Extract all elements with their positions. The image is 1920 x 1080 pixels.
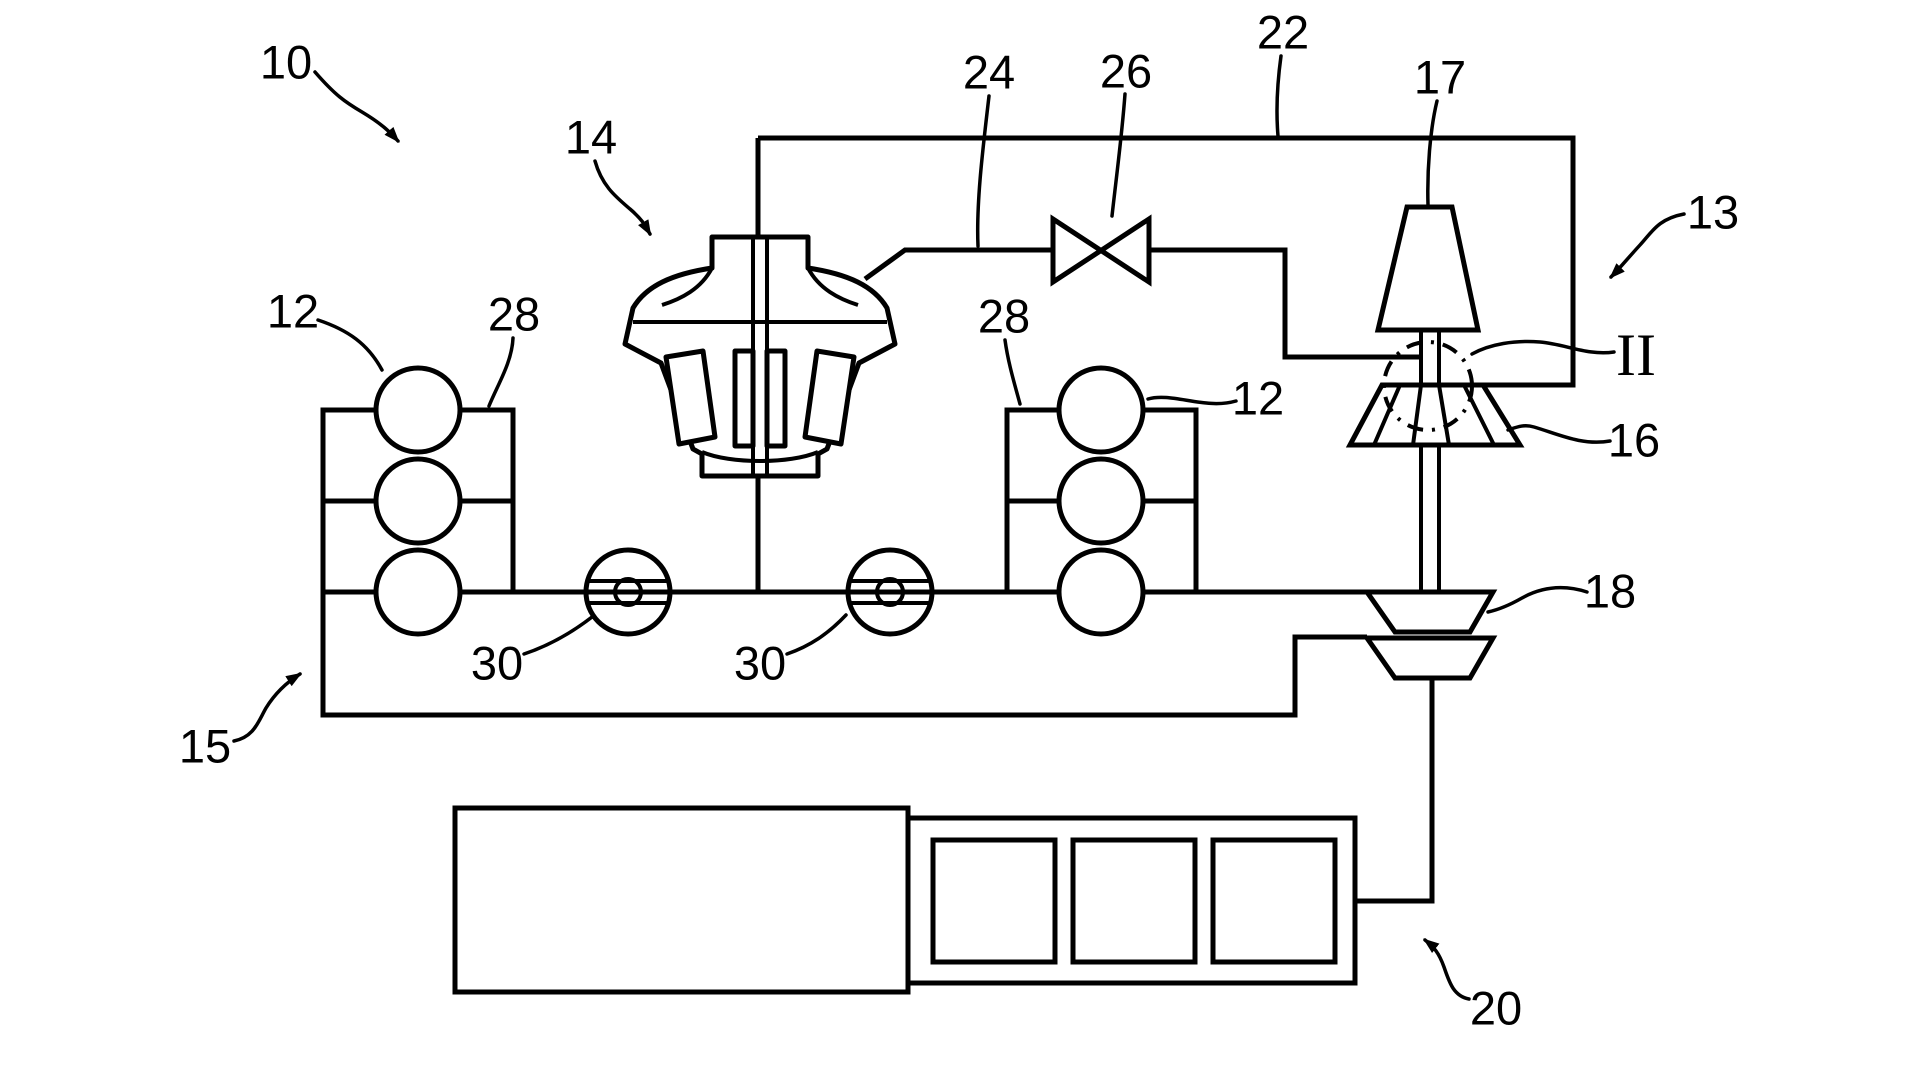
wheel-shoulder-left (661, 267, 714, 307)
sensor-30-right (845, 547, 935, 637)
label-26-leader (1110, 92, 1127, 218)
ref-label-18: 18 (1584, 565, 1636, 618)
cylinder-circle (373, 547, 463, 637)
wheel-blade-right (802, 348, 857, 447)
ref-label-24: 24 (963, 46, 1015, 99)
turbine16-blade-lines (1372, 384, 1496, 446)
ref-label-12-right: 12 (1232, 372, 1284, 425)
turbocharger-wheel-14 (622, 234, 898, 479)
leader-lines (316, 54, 1616, 656)
label-30-left-leader (522, 615, 594, 656)
ref-label-30-right: 30 (734, 637, 786, 690)
shaft-17-16 (1419, 330, 1441, 385)
return-pipe-15 (320, 410, 1367, 718)
ref-label-14: 14 (565, 111, 617, 164)
ref-label-15: 15 (179, 720, 231, 773)
valve-26 (1050, 214, 1152, 287)
label-28-right-leader (1003, 338, 1022, 406)
ref-label-10: 10 (260, 36, 312, 89)
ref-label-13: 13 (1687, 186, 1739, 239)
arrow-lines (232, 70, 1686, 1001)
valve-left-triangle (1050, 214, 1106, 287)
ref-label-12-left: 12 (267, 285, 319, 338)
ref-label-28-left: 28 (488, 288, 540, 341)
label-20-arrow (1423, 938, 1471, 1001)
shaft-16-18 (1419, 445, 1441, 592)
ref-label-30-left: 30 (471, 637, 523, 690)
ref-label-17: 17 (1414, 51, 1466, 104)
wheel-blade-left (663, 348, 718, 447)
charge-line-right-segment (1149, 247, 1421, 360)
wheel-bottom-cup (701, 450, 819, 463)
ref-label-20: 20 (1470, 982, 1522, 1035)
bypass-line-22 (758, 135, 1576, 388)
compressor17-body (1374, 204, 1482, 333)
charge-line-24 (863, 247, 1421, 360)
ref-label-28-right: 28 (978, 290, 1030, 343)
label-16-leader (1506, 424, 1612, 444)
cylinder-bank-right (1004, 365, 1199, 637)
ref-label-22: 22 (1257, 6, 1309, 59)
label-28-left-leader (487, 336, 515, 408)
label-II-leader (1470, 339, 1616, 356)
compressor-18 (1362, 589, 1498, 681)
reference-labels: 10 14 12 28 24 26 22 17 13 II 16 28 12 1… (179, 6, 1739, 1035)
compressor-17 (1374, 204, 1482, 333)
label-12-left-leader (316, 318, 384, 372)
label-17-leader (1426, 99, 1439, 207)
cylinder-circle (373, 365, 463, 455)
ref-label-26: 26 (1100, 45, 1152, 98)
label-30-right-leader (785, 613, 848, 656)
pack-cell (1070, 837, 1198, 965)
wheel-blade-center-left (732, 348, 756, 449)
wheel-blade-center-right (764, 348, 788, 449)
cylinder-circle (373, 456, 463, 546)
sensor-30-left (583, 547, 673, 637)
label-14-arrow (593, 159, 652, 237)
module-pack-20 (905, 815, 1358, 986)
compressor18-lower-stage (1362, 635, 1498, 681)
pack-cell (1210, 837, 1338, 965)
turbine-16 (1345, 382, 1525, 448)
compressor18-upper-stage (1362, 589, 1498, 635)
cylinder-circle (1056, 365, 1146, 455)
charge-line-left-segment (863, 247, 1053, 282)
engine-block (452, 805, 911, 995)
label-13-arrow (1609, 212, 1686, 279)
sensor-hub (613, 577, 643, 607)
ref-label-16: 16 (1608, 414, 1660, 467)
label-24-leader (975, 94, 991, 248)
cylinder-circle (1056, 547, 1146, 637)
turbine16-body (1345, 382, 1525, 448)
wheel-shaft (751, 237, 769, 476)
label-22-leader (1275, 54, 1283, 138)
label-18-leader (1486, 586, 1589, 614)
pack-housing (905, 815, 1358, 986)
compressor18-output-line (1355, 678, 1435, 904)
ref-label-II: II (1616, 322, 1656, 388)
cylinder-bank-left (320, 365, 516, 637)
pack-cell (930, 837, 1058, 965)
cylinder-circle (1056, 456, 1146, 546)
detail-circle-II (1382, 340, 1474, 432)
wheel-shoulder-right (806, 267, 859, 307)
label-10-arrow (313, 70, 400, 143)
bypass-line-path (758, 135, 1576, 388)
valve-right-triangle (1096, 214, 1152, 287)
label-15-arrow (232, 672, 303, 743)
label-12-right-leader (1146, 395, 1238, 406)
sensor-hub (875, 577, 905, 607)
